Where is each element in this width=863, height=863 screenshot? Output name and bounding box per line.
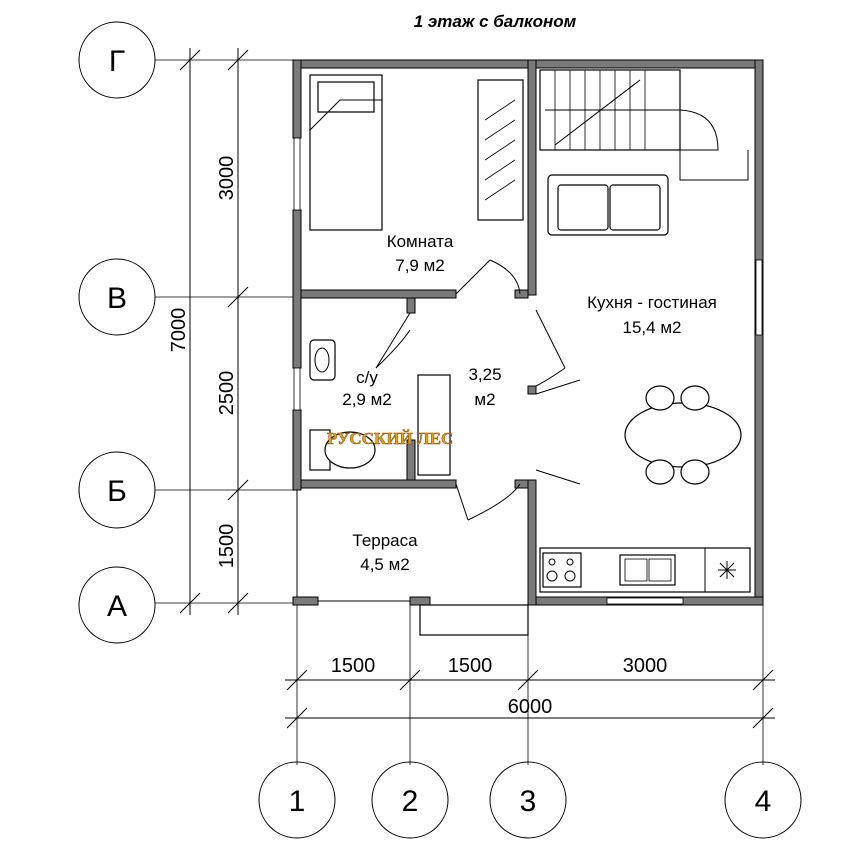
doors xyxy=(375,259,581,521)
room-labels: Комната 7,9 м2 Кухня - гостиная 15,4 м2 … xyxy=(342,232,717,574)
room-hall-name: 3,25 xyxy=(468,365,501,384)
staircase xyxy=(539,69,749,181)
axis-col-3: 3 xyxy=(520,785,537,818)
room-hall-area: м2 xyxy=(474,390,495,409)
room-terrace-name: Терраса xyxy=(352,531,418,550)
axis-row-v: В xyxy=(107,282,127,315)
axis-col-4: 4 xyxy=(755,785,772,818)
row-axis-markers: Г В Б А xyxy=(78,21,156,644)
horizontal-dimensions: 1500 1500 3000 6000 xyxy=(285,655,775,729)
dim-vertical-bottom: 1500 xyxy=(216,524,238,569)
axis-col-2: 2 xyxy=(402,785,419,818)
axis-row-g: Г xyxy=(109,45,125,78)
dim-horizontal-second: 1500 xyxy=(448,655,493,677)
room-bedroom-area: 7,9 м2 xyxy=(395,256,445,275)
room-kitchen-name: Кухня - гостиная xyxy=(587,293,717,312)
axis-row-b: Б xyxy=(107,475,127,508)
room-kitchen-area: 15,4 м2 xyxy=(623,318,682,337)
room-bath-area: 2,9 м2 xyxy=(342,390,392,409)
bedroom-furniture xyxy=(309,74,524,231)
dim-horizontal-first: 1500 xyxy=(331,655,376,677)
dim-horizontal-third: 3000 xyxy=(623,655,668,677)
bathroom-fixtures xyxy=(309,339,451,476)
axis-col-1: 1 xyxy=(289,785,306,818)
vertical-dimensions: 7000 3000 2500 1500 xyxy=(168,48,249,615)
room-bedroom-name: Комната xyxy=(387,232,454,251)
dim-vertical-top: 3000 xyxy=(216,156,238,201)
dim-total-horizontal: 6000 xyxy=(508,696,553,718)
logo: РУССКИЙ ЛЕС xyxy=(327,429,454,449)
walls xyxy=(292,59,764,636)
living-furniture xyxy=(539,174,751,593)
dim-total-vertical: 7000 xyxy=(168,308,190,353)
room-terrace-area: 4,5 м2 xyxy=(360,555,410,574)
room-bath-name: с/у xyxy=(356,368,378,387)
axis-row-a: А xyxy=(107,590,127,623)
plan-title: 1 этаж с балконом xyxy=(414,12,577,31)
column-axis-markers: 1 2 3 4 xyxy=(258,761,802,839)
dim-vertical-middle: 2500 xyxy=(216,371,238,416)
logo-text: РУССКИЙ ЛЕС xyxy=(327,429,453,448)
